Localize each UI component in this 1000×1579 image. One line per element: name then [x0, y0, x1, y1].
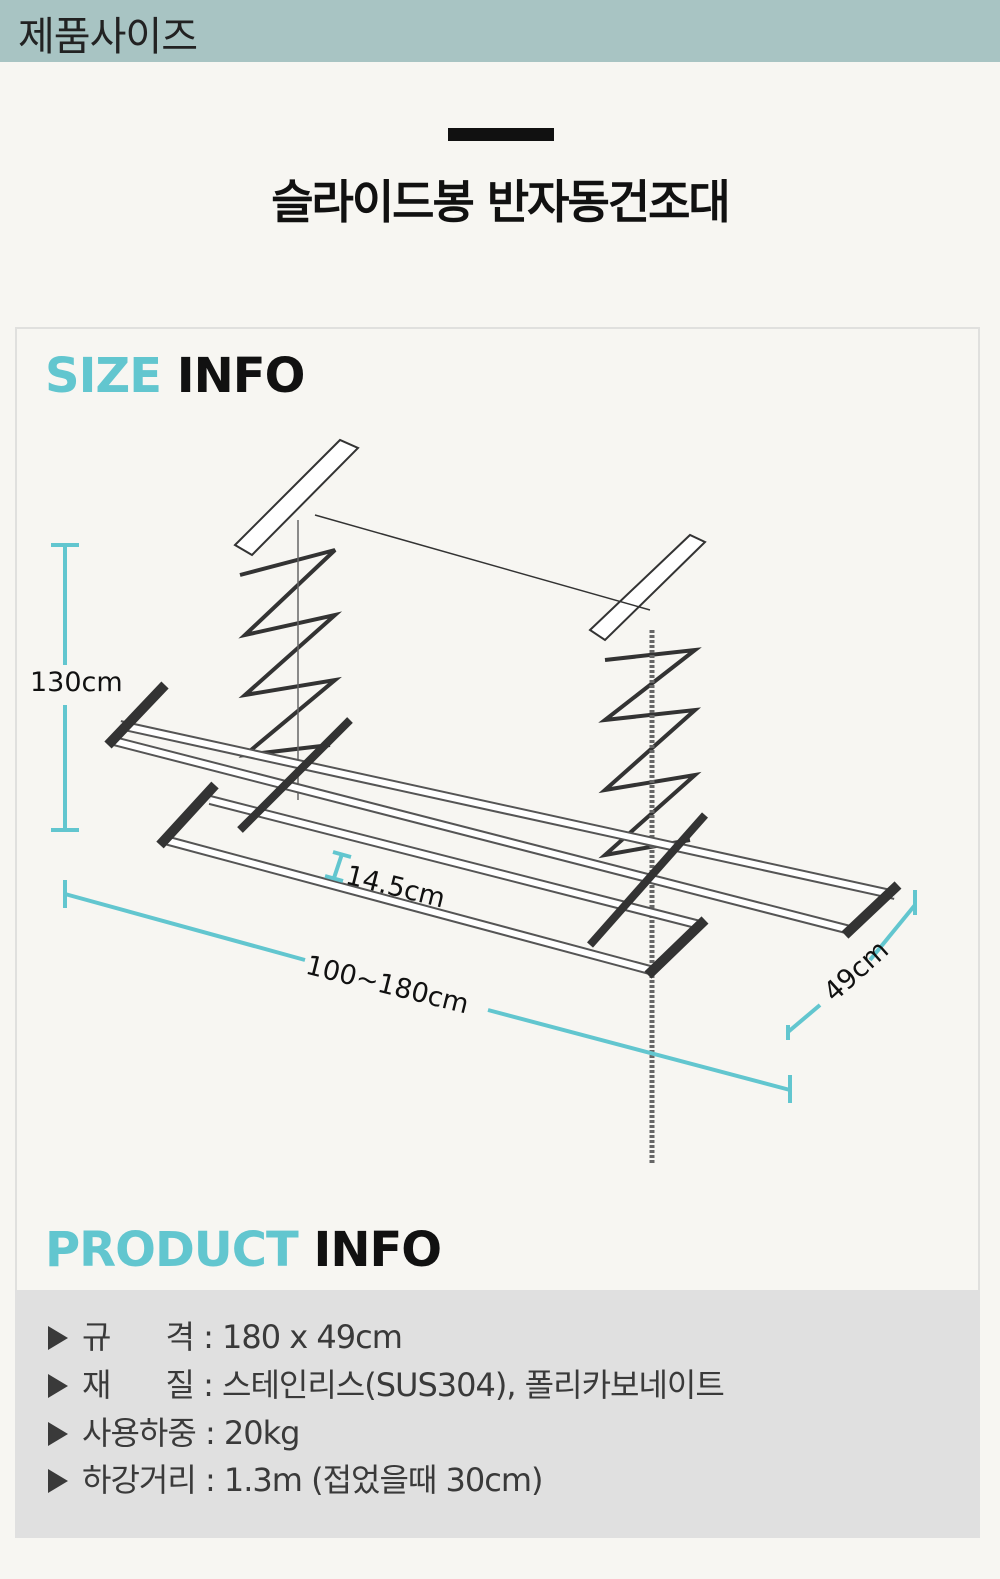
triangle-bullet-icon: [48, 1374, 68, 1398]
rack-drawing: [104, 438, 902, 1165]
spec-value: 180 x 49cm: [222, 1318, 403, 1356]
spec-row: 하강거리 : 1.3m (접었을때 30cm): [48, 1455, 544, 1501]
spec-row: 규 격 : 180 x 49cm: [48, 1312, 403, 1358]
heading-rest: INFO: [176, 348, 306, 404]
left-bracket: [233, 438, 360, 557]
dimension-lines: [51, 543, 917, 1103]
section-header-bar: 제품사이즈: [0, 0, 1000, 62]
product-info-panel: [15, 1290, 980, 1538]
section-title: 제품사이즈: [18, 14, 198, 60]
spec-row: 재 질 : 스테인리스(SUS304), 폴리카보네이트: [48, 1360, 725, 1406]
spec-label: 하강거리: [82, 1461, 197, 1499]
spec-value: 20kg: [223, 1414, 301, 1452]
spec-label: 사용하중: [82, 1414, 197, 1452]
triangle-bullet-icon: [48, 1469, 68, 1493]
heading-rest: INFO: [313, 1222, 442, 1278]
heading-accent: PRODUCT: [45, 1222, 299, 1278]
drying-rack-illustration: [51, 438, 917, 1165]
triangle-bullet-icon: [48, 1422, 68, 1446]
size-info-heading: SIZE INFO: [45, 348, 306, 404]
spec-label: 규 격: [82, 1318, 195, 1356]
height-dimension-label: 130cm: [30, 667, 123, 698]
product-title: 슬라이드봉 반자동건조대: [271, 175, 731, 229]
product-info-heading: PRODUCT INFO: [45, 1222, 442, 1278]
heading-accent: SIZE: [45, 348, 162, 404]
spec-value: 스테인리스(SUS304), 폴리카보네이트: [222, 1366, 725, 1404]
right-bracket: [588, 533, 707, 642]
spec-value: 1.3m (접었을때 30cm): [223, 1461, 544, 1499]
triangle-bullet-icon: [48, 1326, 68, 1350]
title-divider: [448, 128, 554, 141]
spec-row: 사용하중 : 20kg: [48, 1408, 301, 1454]
spec-label: 재 질: [82, 1366, 195, 1404]
